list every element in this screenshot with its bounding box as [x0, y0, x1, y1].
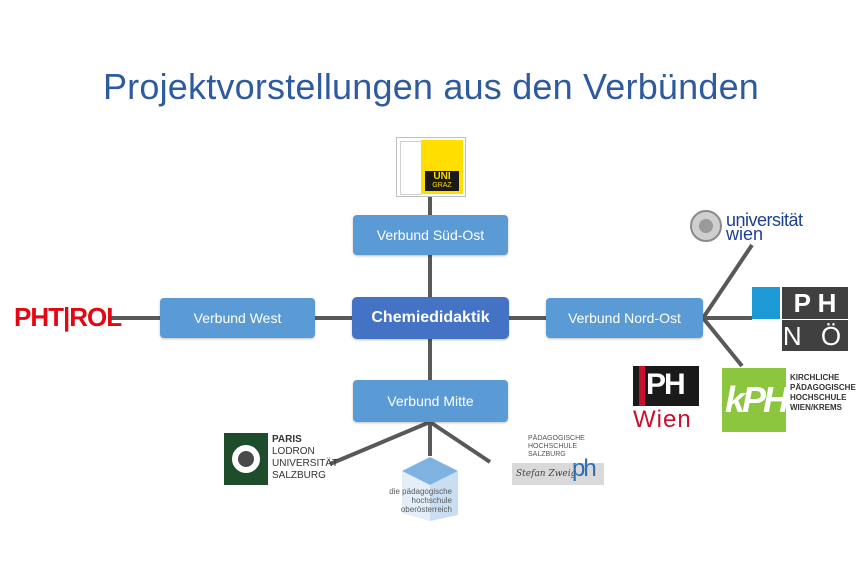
verbund-nord-ost-node: Verbund Nord-Ost — [546, 298, 703, 338]
ph-noe-line1: P H — [793, 288, 837, 318]
plus-line2: LODRON — [272, 446, 315, 457]
verbund-west-node: Verbund West — [160, 298, 315, 338]
kph-line1: KIRCHLICHE — [790, 373, 840, 382]
ph-ooe-line2: hochschule — [411, 496, 452, 505]
plus-seal-icon — [230, 443, 262, 475]
chemiedidaktik-center-node: Chemiedidaktik — [352, 297, 509, 339]
uni-wien-line1: universität — [726, 210, 803, 230]
uni-wien-seal-icon — [690, 210, 722, 242]
ph-salzburg-mark: ph — [572, 455, 597, 482]
kph-line2: PÄDAGOGISCHE — [790, 383, 856, 392]
kph-line3: HOCHSCHULE — [790, 393, 847, 402]
ph-salzburg-line2: HOCHSCHULE — [528, 443, 578, 450]
ph-salzburg-line3: SALZBURG — [528, 451, 566, 458]
plus-line1: PARIS — [272, 434, 302, 445]
ph-ooe-logo: die pädagogische hochschule oberösterrei… — [380, 455, 482, 521]
uni-wien-line2: wien — [726, 224, 764, 244]
connector-mitte-plus — [329, 420, 431, 466]
connector-mitte-phsalzburg — [428, 420, 492, 464]
kph-line4: WIEN/KREMS — [790, 403, 842, 412]
ph-tirol-logo: PHT|ROL — [14, 300, 122, 334]
ph-noe-line2: N Ö — [782, 321, 848, 351]
connector-hub-phwien — [701, 316, 744, 368]
ph-salzburg-line1: PÄDAGOGISCHE — [528, 435, 585, 442]
ph-tirol-text: PHT|ROL — [14, 302, 122, 332]
plus-line3: UNIVERSITÄT — [272, 458, 339, 469]
universitaet-wien-logo: universität wien — [690, 208, 815, 248]
plus-salzburg-logo: PARIS LODRON UNIVERSITÄT SALZBURG — [224, 433, 350, 485]
kph-wien-krems-logo: kPH KIRCHLICHE PÄDAGOGISCHE HOCHSCHULE W… — [722, 368, 856, 434]
connector-hub-uniwien — [701, 243, 754, 320]
ph-ooe-line3: oberösterreich — [400, 505, 452, 514]
kph-mark: kPH — [725, 379, 789, 420]
ph-wien-line1: PH — [646, 368, 686, 401]
plus-line4: SALZBURG — [272, 470, 326, 481]
verbund-sued-ost-node: Verbund Süd-Ost — [353, 215, 508, 255]
ph-wien-line2: Wien — [633, 406, 692, 433]
ph-wien-logo: PH Wien — [633, 366, 703, 434]
uni-graz-line1: UNI — [433, 171, 451, 182]
uni-graz-logo: UNI GRAZ — [396, 137, 466, 197]
verbund-mitte-node: Verbund Mitte — [353, 380, 508, 422]
ph-ooe-line1: die pädagogische — [389, 487, 452, 496]
ph-salzburg-logo: PÄDAGOGISCHE HOCHSCHULE SALZBURG Stefan … — [512, 435, 608, 487]
ph-salzburg-signature: Stefan Zweig — [516, 469, 577, 479]
ph-noe-logo: P H N Ö — [752, 287, 848, 351]
uni-graz-line2: GRAZ — [432, 182, 452, 189]
page-title: Projektvorstellungen aus den Verbünden — [102, 66, 760, 107]
ph-ooe-cube-icon — [402, 457, 458, 521]
